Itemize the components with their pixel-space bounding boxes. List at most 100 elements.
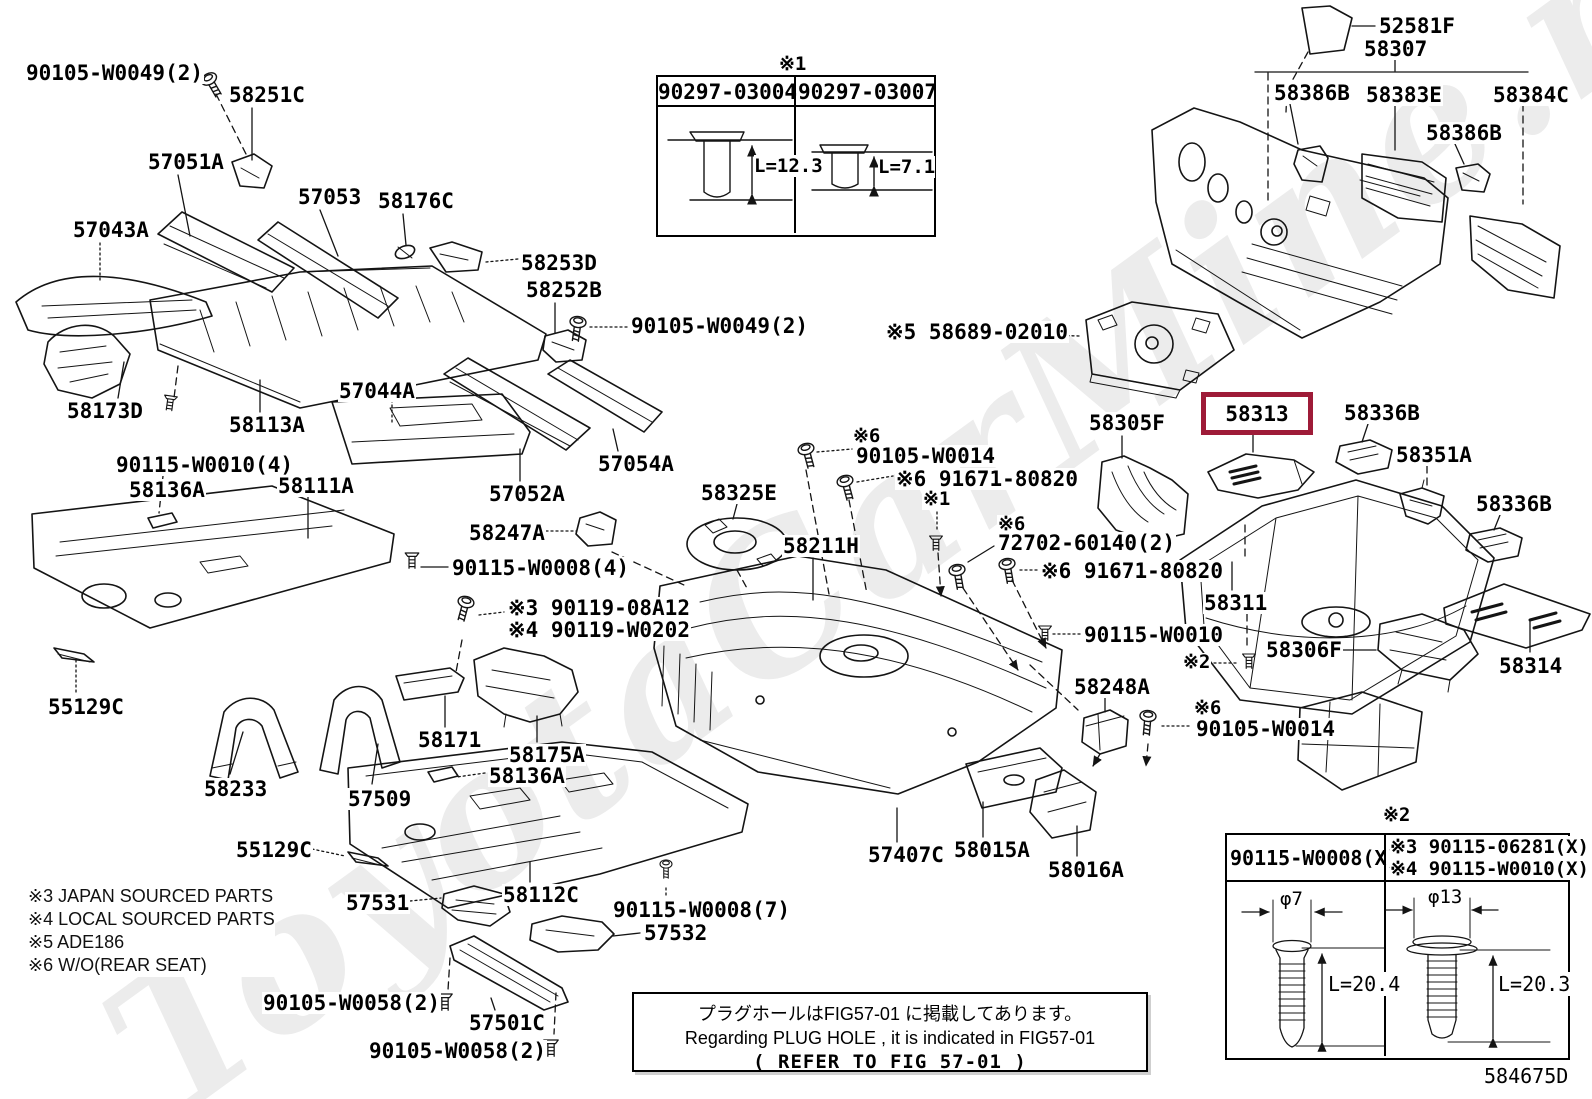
highlighted-part-label: 58313 [1201, 392, 1313, 435]
part-label-90115w00087: 90115-W0008(7) [612, 898, 792, 922]
part-label-90105w00582: 90105-W0058(2) [262, 991, 442, 1015]
part-58252b [542, 329, 587, 363]
part-label-57532: 57532 [643, 921, 709, 945]
part-label-58386b: 58386B [1273, 81, 1351, 105]
part-label-58307: 58307 [1363, 37, 1429, 61]
part-label-69167180820: ※6 91671-80820 [895, 467, 1079, 491]
part-58233 [209, 697, 299, 781]
part-label-90105w0014: 90105-W0014 [855, 444, 997, 468]
screw-table-left-length: L=20.4 [1328, 972, 1401, 996]
legend-line-1: ※3 JAPAN SOURCED PARTS [28, 886, 274, 906]
part-label-1: ※1 [922, 488, 952, 510]
part-label-58336b: 58336B [1343, 401, 1421, 425]
part-58305f [1097, 455, 1189, 543]
part-label-58306f: 58306F [1265, 638, 1343, 662]
part-label-58113a: 58113A [228, 413, 306, 437]
part-label-57053: 57053 [297, 185, 363, 209]
part-58251c [231, 153, 273, 189]
part-57052a [443, 357, 591, 451]
part-58175a [473, 647, 579, 728]
screw-table-drawings [1241, 897, 1551, 1052]
part-label-2: ※2 [1182, 651, 1212, 673]
part-label-57531: 57531 [345, 891, 411, 915]
clip-table-left-length: L=12.3 [754, 155, 823, 177]
screw-table-right-dia: φ13 [1428, 886, 1463, 908]
legend: ※3 JAPAN SOURCED PARTS ※4 LOCAL SOURCED … [28, 885, 275, 977]
legend-line-4: ※6 W/O(REAR SEAT) [28, 955, 207, 975]
part-label-58016a: 58016A [1047, 858, 1125, 882]
part-label-90115w00084: 90115-W0008(4) [451, 556, 631, 580]
part-58111a [31, 485, 395, 629]
part-label-58251c: 58251C [228, 83, 306, 107]
part-label-58314: 58314 [1498, 654, 1564, 678]
highlighted-part-number: 58313 [1225, 401, 1289, 426]
part-57509 [319, 685, 401, 775]
part-58313 [1207, 453, 1315, 499]
part-55129c-rear [347, 851, 389, 867]
part-58336b-lower [1465, 527, 1523, 563]
part-label-58171: 58171 [417, 728, 483, 752]
clip-table-title: ※1 [779, 53, 807, 75]
part-label-58111a: 58111A [277, 474, 355, 498]
part-label-58253d: 58253D [520, 251, 598, 275]
part-label-90105w0014: 90105-W0014 [1195, 717, 1337, 741]
part-label-57043a: 57043A [72, 218, 150, 242]
legend-line-3: ※5 ADE186 [28, 932, 125, 952]
part-label-90105w00492: 90105-W0049(2) [630, 314, 810, 338]
plug-note-refer: ( REFER TO FIG 57-01 ) [753, 1051, 1027, 1073]
part-label-58175a: 58175A [508, 743, 586, 767]
part-58016a [1029, 769, 1097, 839]
screw-table-header-rule [1225, 880, 1568, 882]
clip-table-right-length: L=7.1 [878, 156, 936, 178]
part-58248a [1081, 709, 1129, 755]
part-label-58112c: 58112C [502, 883, 580, 907]
part-label-6: ※6 [852, 425, 882, 447]
plug-note-japanese: プラグホールはFIG57-01 に掲載してあります。 [697, 1004, 1083, 1024]
part-label-58176c: 58176C [377, 189, 455, 213]
screw-table-left-dia: φ7 [1280, 888, 1303, 910]
part-label-58015a: 58015A [953, 838, 1031, 862]
part-58253d [429, 241, 483, 273]
part-label-6: ※6 [997, 513, 1027, 535]
part-label-58311: 58311 [1203, 591, 1269, 615]
part-label-90115w00104: 90115-W0010(4) [115, 453, 295, 477]
part-label-55129c: 55129C [235, 838, 313, 862]
part-label-90115w0010: 90115-W0010 [1083, 623, 1225, 647]
part-label-58136a: 58136A [128, 478, 206, 502]
screw-table-left-part: 90115-W0008(X) [1230, 846, 1399, 870]
part-58386b-right [1455, 163, 1491, 193]
part-label-57501c: 57501C [468, 1011, 546, 1035]
part-label-90105w00492: 90105-W0049(2) [25, 61, 205, 85]
part-58113a [149, 265, 547, 409]
part-57531 [441, 885, 511, 927]
part-label-58384c: 58384C [1492, 83, 1570, 107]
part-label-72702601402: 72702-60140(2) [997, 531, 1177, 555]
part-label-57407c: 57407C [867, 843, 945, 867]
clip-table-drawings [667, 131, 933, 205]
part-label-58336b: 58336B [1475, 492, 1553, 516]
part-label-57054a: 57054A [597, 452, 675, 476]
part-58383e [1361, 153, 1447, 223]
part-label-58233: 58233 [203, 777, 269, 801]
part-58351a [1399, 479, 1445, 525]
clip-table-header-rule [656, 105, 934, 107]
part-label-58173d: 58173D [66, 399, 144, 423]
legend-line-2: ※4 LOCAL SOURCED PARTS [28, 909, 275, 929]
part-58015a [965, 747, 1063, 809]
plug-hole-note: プラグホールはFIG57-01 に掲載してあります。 Regarding PLU… [632, 992, 1148, 1073]
part-57043a [15, 275, 213, 337]
part-label-55129c: 55129C [47, 695, 125, 719]
part-57044a [331, 393, 531, 465]
screw-table-right-part-2: ※4 90115-W0010(X) [1390, 858, 1589, 880]
part-58689-02010 [1085, 301, 1235, 399]
part-label-57509: 57509 [347, 787, 413, 811]
part-label-6: ※6 [1193, 697, 1223, 719]
part-57051a [157, 211, 295, 293]
part-57532 [529, 915, 615, 953]
figure-code: 584675D [1484, 1064, 1569, 1088]
part-58136a-front [147, 512, 178, 529]
part-label-57051a: 57051A [147, 150, 225, 174]
